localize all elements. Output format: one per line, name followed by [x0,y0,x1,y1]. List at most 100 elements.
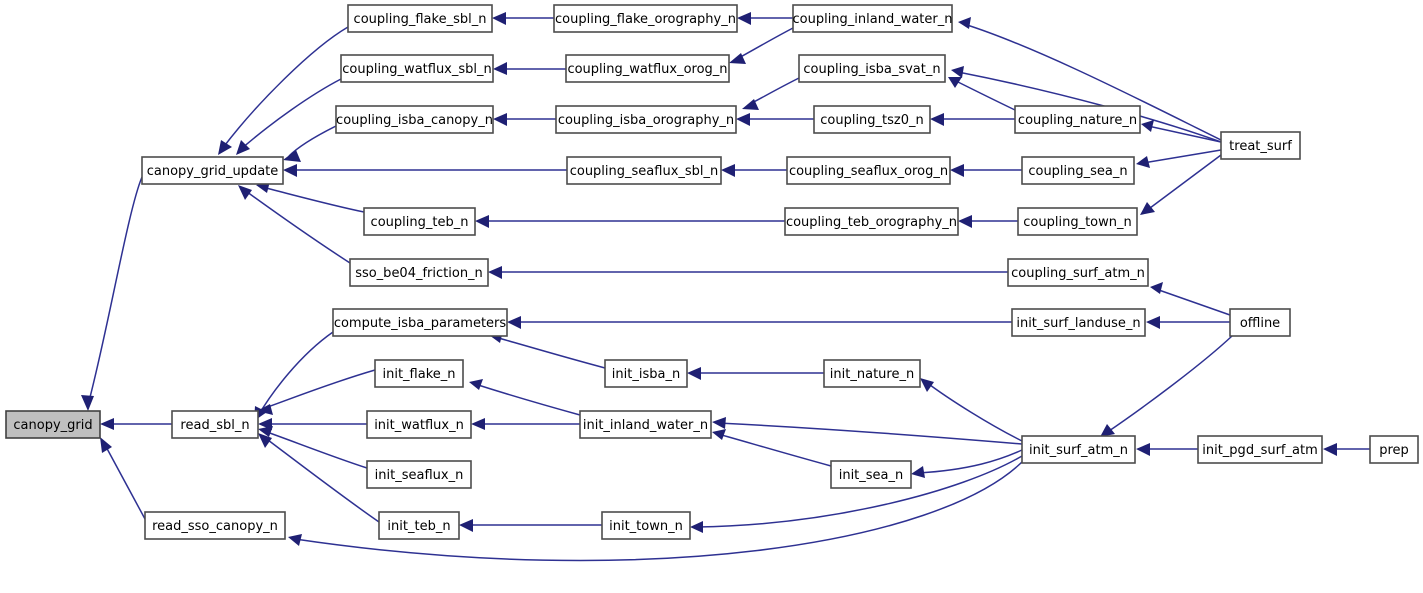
node-coupling_nature_n[interactable]: coupling_nature_n [1014,105,1141,134]
node-coupling_flake_sbl_n[interactable]: coupling_flake_sbl_n [347,4,493,33]
edge-coupling_isba_orography_n-to-coupling_isba_canopy_n [493,113,556,126]
node-coupling_tsz0_n[interactable]: coupling_tsz0_n [813,105,931,134]
node-box-coupling_teb_n[interactable] [363,207,476,236]
node-box-coupling_inland_water_n[interactable] [792,4,953,33]
node-coupling_isba_orography_n[interactable]: coupling_isba_orography_n [555,105,737,134]
edge-arrowhead [712,429,726,440]
node-init_watflux_n[interactable]: init_watflux_n [366,410,472,439]
node-box-init_isba_n[interactable] [604,359,688,388]
node-coupling_isba_canopy_n[interactable]: coupling_isba_canopy_n [335,105,494,134]
node-init_surf_landuse_n[interactable]: init_surf_landuse_n [1011,308,1146,337]
node-offline[interactable]: offline [1229,308,1291,337]
node-coupling_isba_svat_n[interactable]: coupling_isba_svat_n [798,54,946,83]
node-init_pgd_surf_atm[interactable]: init_pgd_surf_atm [1197,435,1323,464]
node-box-coupling_sea_n[interactable] [1021,156,1135,185]
edge-arrowhead [737,12,751,25]
edge-line [294,459,1025,562]
node-init_town_n[interactable]: init_town_n [601,511,691,540]
node-box-read_sbl_n[interactable] [171,410,259,439]
edge-arrowhead [690,521,703,533]
node-coupling_seaflux_sbl_n[interactable]: coupling_seaflux_sbl_n [566,156,722,185]
edge-coupling_seaflux_orog_n-to-coupling_seaflux_sbl_n [721,164,787,177]
node-init_surf_atm_n[interactable]: init_surf_atm_n [1021,435,1136,464]
node-box-init_seaflux_n[interactable] [366,460,472,489]
node-init_teb_n[interactable]: init_teb_n [378,511,460,540]
node-read_sso_canopy_n[interactable]: read_sso_canopy_n [144,511,286,540]
node-init_seaflux_n[interactable]: init_seaflux_n [366,460,472,489]
edge-offline-to-init_surf_landuse_n [1146,316,1230,329]
node-init_isba_n[interactable]: init_isba_n [604,359,688,388]
node-coupling_watflux_orog_n[interactable]: coupling_watflux_orog_n [565,54,730,83]
node-sso_be04_friction_n[interactable]: sso_be04_friction_n [349,258,489,287]
node-box-coupling_isba_canopy_n[interactable] [335,105,494,134]
edge-coupling_nature_n-to-coupling_isba_svat_n [948,77,1016,111]
node-box-coupling_flake_sbl_n[interactable] [347,4,493,33]
edge-line [747,77,800,106]
edge-arrowhead [1146,316,1160,329]
node-treat_surf[interactable]: treat_surf [1220,131,1301,160]
node-coupling_seaflux_orog_n[interactable]: coupling_seaflux_orog_n [786,156,951,185]
edge-arrowhead [469,379,483,390]
node-init_inland_water_n[interactable]: init_inland_water_n [579,410,712,439]
node-coupling_watflux_sbl_n[interactable]: coupling_watflux_sbl_n [340,54,494,83]
node-box-offline[interactable] [1229,308,1291,337]
edges-layer [81,12,1370,562]
edge-arrowhead [920,378,934,392]
node-box-coupling_isba_orography_n[interactable] [555,105,737,134]
node-box-init_surf_landuse_n[interactable] [1011,308,1146,337]
edge-line [963,23,1222,141]
edge-init_inland_water_n-to-init_flake_n [469,379,581,416]
node-box-coupling_teb_orography_n[interactable] [784,207,959,236]
node-box-init_surf_atm_n[interactable] [1021,435,1136,464]
node-coupling_teb_orography_n[interactable]: coupling_teb_orography_n [784,207,959,236]
node-prep[interactable]: prep [1369,435,1419,464]
node-canopy_grid[interactable]: canopy_grid [5,410,101,439]
node-box-coupling_isba_svat_n[interactable] [798,54,946,83]
node-coupling_flake_orography_n[interactable]: coupling_flake_orography_n [553,4,738,33]
node-box-coupling_seaflux_orog_n[interactable] [786,156,951,185]
node-box-init_sea_n[interactable] [830,460,912,489]
edge-arrowhead [493,62,507,75]
node-box-coupling_town_n[interactable] [1017,207,1138,236]
node-box-init_pgd_surf_atm[interactable] [1197,435,1323,464]
node-coupling_town_n[interactable]: coupling_town_n [1017,207,1138,236]
node-box-compute_isba_parameters[interactable] [332,308,508,337]
node-box-init_watflux_n[interactable] [366,410,472,439]
node-box-coupling_surf_atm_n[interactable] [1007,258,1149,287]
node-init_sea_n[interactable]: init_sea_n [830,460,912,489]
node-box-coupling_seaflux_sbl_n[interactable] [566,156,722,185]
node-box-coupling_flake_orography_n[interactable] [553,4,738,33]
edge-arrowhead [283,164,297,177]
edge-arrowhead [238,185,252,200]
node-init_nature_n[interactable]: init_nature_n [823,359,921,388]
node-box-treat_surf[interactable] [1220,131,1301,160]
node-canopy_grid_update[interactable]: canopy_grid_update [141,156,284,185]
edge-line [263,430,368,469]
edge-coupling_seaflux_sbl_n-to-canopy_grid_update [283,164,567,177]
node-compute_isba_parameters[interactable]: compute_isba_parameters [332,308,508,337]
node-box-coupling_tsz0_n[interactable] [813,105,931,134]
node-read_sbl_n[interactable]: read_sbl_n [171,410,259,439]
node-box-canopy_grid[interactable] [5,410,101,439]
edge-coupling_flake_sbl_n-to-canopy_grid_update [218,26,349,155]
node-box-prep[interactable] [1369,435,1419,464]
node-coupling_surf_atm_n[interactable]: coupling_surf_atm_n [1007,258,1149,287]
node-coupling_teb_n[interactable]: coupling_teb_n [363,207,476,236]
node-box-coupling_nature_n[interactable] [1014,105,1141,134]
node-box-sso_be04_friction_n[interactable] [349,258,489,287]
edge-arrowhead [721,164,735,177]
node-box-init_teb_n[interactable] [378,511,460,540]
node-box-read_sso_canopy_n[interactable] [144,511,286,540]
node-box-init_flake_n[interactable] [374,359,464,388]
node-coupling_inland_water_n[interactable]: coupling_inland_water_n [792,4,953,33]
node-box-coupling_watflux_orog_n[interactable] [565,54,730,83]
node-box-coupling_watflux_sbl_n[interactable] [340,54,494,83]
node-coupling_sea_n[interactable]: coupling_sea_n [1021,156,1135,185]
node-box-init_inland_water_n[interactable] [579,410,712,439]
node-box-init_nature_n[interactable] [823,359,921,388]
node-init_flake_n[interactable]: init_flake_n [374,359,464,388]
node-box-init_town_n[interactable] [601,511,691,540]
edge-init_surf_atm_n-to-init_inland_water_n [712,417,1023,445]
node-box-canopy_grid_update[interactable] [141,156,284,185]
